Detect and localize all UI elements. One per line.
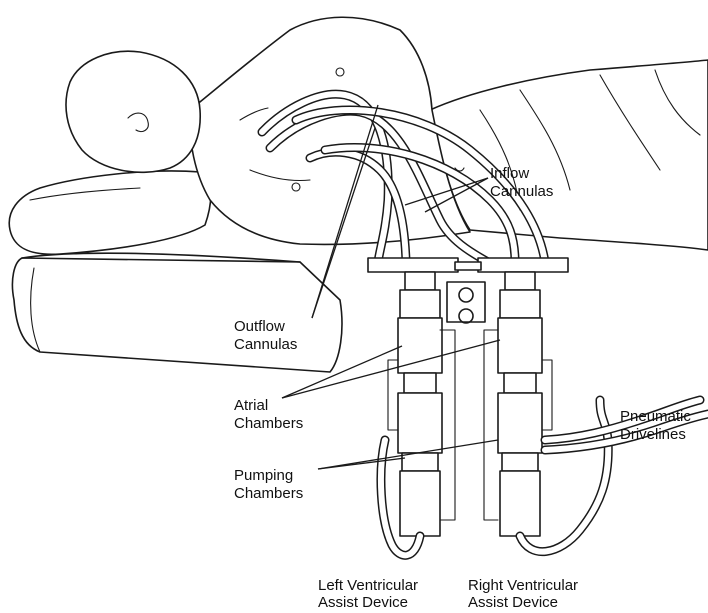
label-inflow-line2: Cannulas	[490, 183, 553, 200]
label-pumping-line1: Pumping	[234, 467, 293, 484]
left-ventricular-assist-device	[388, 272, 455, 536]
pillow	[9, 171, 211, 254]
label-lvad-line2: Assist Device	[318, 594, 408, 611]
center-connector	[447, 282, 485, 323]
label-inflow-line1: Inflow	[490, 165, 529, 182]
mounting-bracket	[368, 258, 568, 272]
label-rvad-line1: Right Ventricular	[468, 577, 578, 594]
label-outflow-line2: Cannulas	[234, 336, 297, 353]
label-left-ventricular-assist-device: Left Ventricular Assist Device	[318, 577, 418, 611]
label-outflow-line1: Outflow	[234, 318, 285, 335]
label-pumping-line2: Chambers	[234, 485, 303, 502]
label-pneumatic-line2: Drivelines	[620, 426, 686, 443]
label-atrial-chambers: Atrial Chambers	[234, 397, 303, 432]
label-pneumatic-line1: Pneumatic	[620, 408, 691, 425]
mattress	[12, 253, 342, 372]
patient-head	[66, 51, 200, 172]
label-right-ventricular-assist-device: Right Ventricular Assist Device	[468, 577, 578, 611]
label-rvad-line2: Assist Device	[468, 594, 558, 611]
label-pumping-chambers: Pumping Chambers	[234, 467, 303, 502]
right-ventricular-assist-device	[484, 272, 552, 536]
label-atrial-line1: Atrial	[234, 397, 268, 414]
label-atrial-line2: Chambers	[234, 415, 303, 432]
label-lvad-line1: Left Ventricular	[318, 577, 418, 594]
label-pneumatic-drivelines: Pneumatic Drivelines	[620, 408, 691, 443]
